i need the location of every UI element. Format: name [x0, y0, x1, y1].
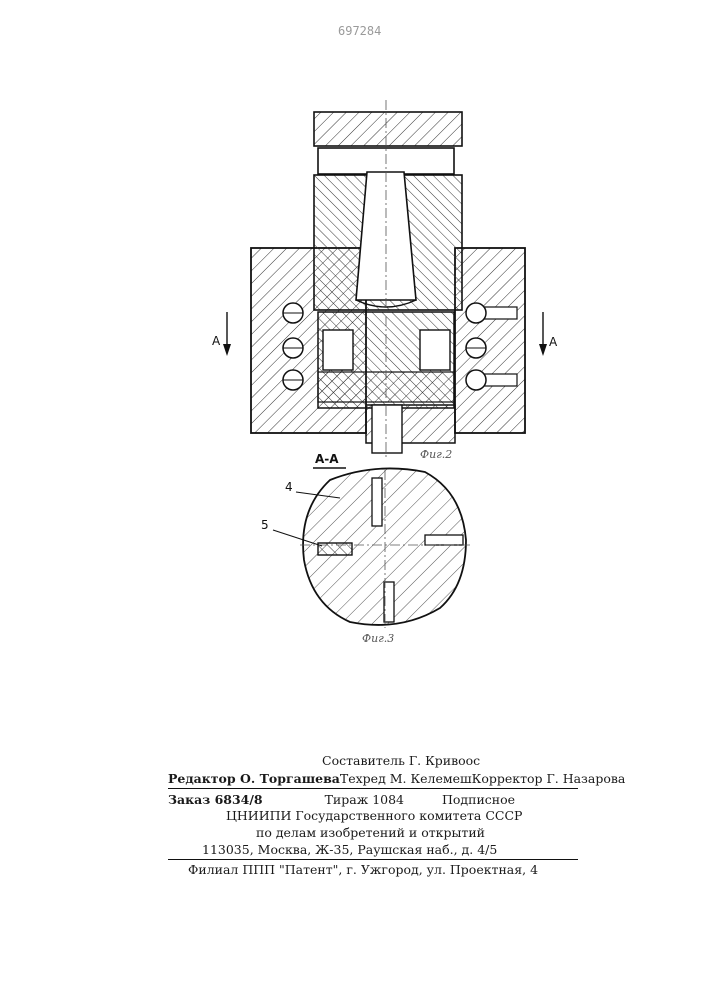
editor: Редактор О. Торгашева [168, 771, 340, 786]
right-housing [455, 248, 525, 433]
credits-line: Редактор О. ТоргашеваТехред М. КелемешКо… [168, 770, 625, 787]
figure-3-caption: Фиг.3 [362, 632, 394, 645]
bottom-rod [372, 405, 402, 453]
order-line: Заказ 6834/8 Тираж 1084 Подписное [168, 791, 515, 808]
order: Заказ 6834/8 [168, 792, 263, 807]
left-pocket [323, 330, 353, 370]
callout-5-label: 5 [261, 518, 269, 532]
key-right [425, 535, 463, 545]
key-top [372, 478, 382, 526]
top-rule [168, 788, 578, 789]
figure-3-drawing: А-А 4 5 Фиг.3 [261, 452, 470, 645]
callout-4-label: 4 [285, 480, 293, 494]
circulation: Тираж 1084 [325, 792, 404, 807]
org-line-2: по делам изобретений и открытий [256, 824, 485, 841]
branch-line: Филиал ППП "Патент", г. Ужгород, ул. Про… [188, 861, 538, 878]
ball-right-1 [466, 303, 486, 323]
upper-column-top [314, 112, 462, 146]
techred: Техред М. Келемеш [340, 771, 472, 786]
key-bottom [384, 582, 394, 622]
section-label-right: А [549, 335, 558, 349]
figure-2-drawing: А А Фиг.2 [212, 100, 558, 461]
address-line: 113035, Москва, Ж-35, Раушская наб., д. … [202, 841, 497, 858]
org-line-1: ЦНИИПИ Государственного комитета СССР [226, 807, 522, 824]
section-title: А-А [315, 452, 339, 466]
corrector: Корректор Г. Назарова [472, 771, 626, 786]
subscription: Подписное [442, 792, 515, 807]
right-pocket [420, 330, 450, 370]
compiler-line: Составитель Г. Кривоос [322, 752, 480, 769]
bottom-rule [168, 859, 578, 860]
figure-2-caption: Фиг.2 [420, 448, 452, 461]
ball-right-3 [466, 370, 486, 390]
section-label-left: А [212, 334, 221, 348]
